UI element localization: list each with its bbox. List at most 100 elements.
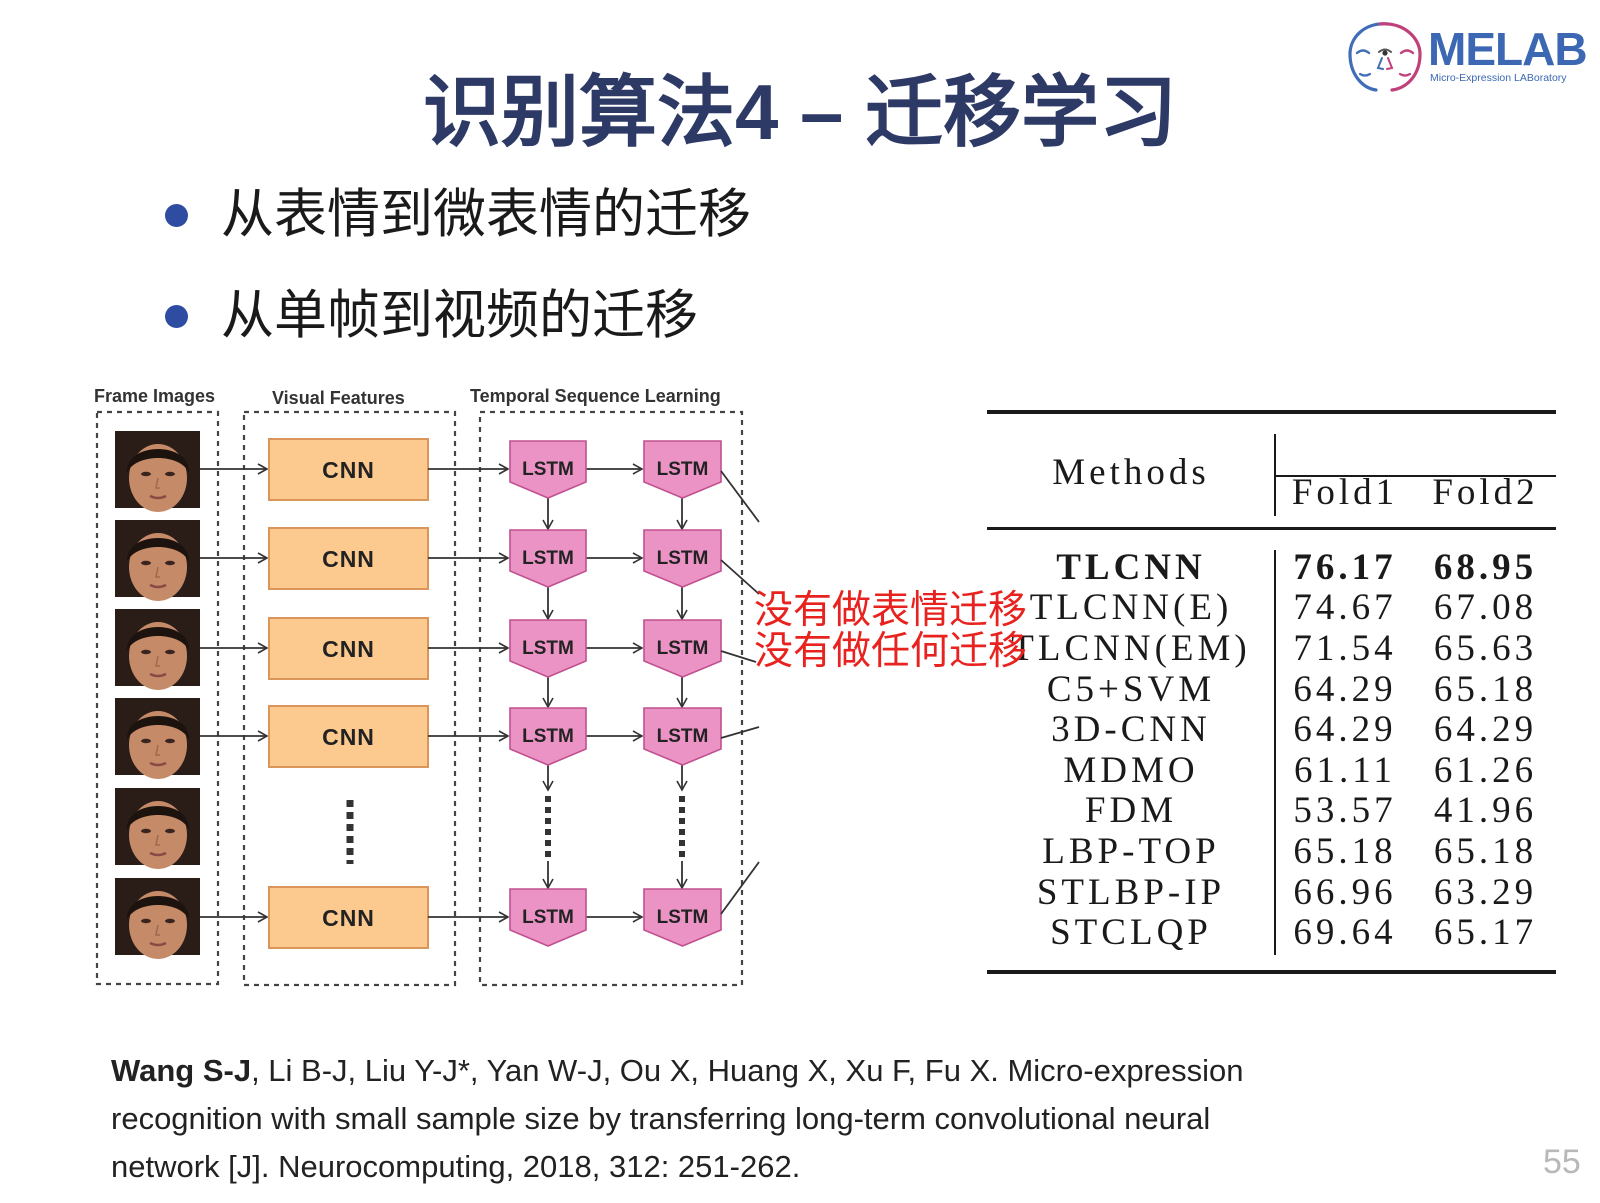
cnn-block: CNN xyxy=(268,617,429,680)
table-row: 3D-CNN 64.29 64.29 xyxy=(987,709,1556,750)
output-line xyxy=(720,559,760,595)
page-number: 55 xyxy=(1543,1143,1581,1181)
table-body-divider xyxy=(1274,550,1276,955)
method-cell: FDM xyxy=(1084,790,1178,832)
method-cell: TLCNN(E) xyxy=(1029,587,1233,629)
lstm-cell: LSTM xyxy=(643,440,722,499)
fold1-cell: 74.67 xyxy=(1293,587,1397,629)
cnn-block: CNN xyxy=(268,438,429,501)
bullet-dot-icon xyxy=(165,203,188,227)
column-header-fold2: Fold2 xyxy=(1432,472,1539,513)
cnn-block: CNN xyxy=(268,527,429,590)
lstm-label: LSTM xyxy=(522,459,574,480)
bullet-dot-icon xyxy=(165,304,188,328)
column-header-methods: Methods xyxy=(1052,452,1210,493)
lstm-cell: LSTM xyxy=(643,707,722,766)
table-row: TLCNN(EM) 71.54 65.63 xyxy=(987,628,1556,669)
lstm-cell: LSTM xyxy=(509,888,587,947)
method-cell: 3D-CNN xyxy=(1051,709,1211,751)
face-frame-image xyxy=(113,607,202,692)
lstm-cell: LSTM xyxy=(509,619,587,678)
output-line xyxy=(720,650,757,663)
output-line xyxy=(720,470,760,523)
fold1-cell: 53.57 xyxy=(1293,790,1397,832)
citation-line-1: Wang S-J, Li B-J, Liu Y-J*, Yan W-J, Ou … xyxy=(111,1047,1244,1095)
fold2-cell: 68.95 xyxy=(1433,546,1538,588)
citation-line-1-text: , Li B-J, Liu Y-J*, Yan W-J, Ou X, Huang… xyxy=(251,1053,1244,1088)
table-row: LBP-TOP 65.18 65.18 xyxy=(987,831,1556,872)
method-cell: TLCNN xyxy=(1056,546,1206,588)
lstm-label: LSTM xyxy=(657,907,709,928)
bullet-text: 从表情到微表情的迁移 xyxy=(221,185,751,244)
lstm-cell: LSTM xyxy=(643,529,722,588)
method-cell: TLCNN(EM) xyxy=(1011,627,1251,669)
lstm-label: LSTM xyxy=(522,548,574,569)
table-bottom-rule xyxy=(987,970,1556,974)
lstm-cell: LSTM xyxy=(643,888,722,947)
table-row: TLCNN 76.17 68.95 xyxy=(987,547,1556,588)
table-body: TLCNN 76.17 68.95 TLCNN(E) 74.67 67.08 T… xyxy=(987,547,1556,953)
fold1-cell: 64.29 xyxy=(1293,709,1397,751)
method-cell: LBP-TOP xyxy=(1042,830,1220,872)
cnn-label: CNN xyxy=(322,546,375,572)
face-frame-image xyxy=(113,696,202,781)
fold2-cell: 65.17 xyxy=(1433,912,1538,954)
logo-subtitle: Micro-Expression LABoratory xyxy=(1430,72,1567,84)
bullet-text: 从单帧到视频的迁移 xyxy=(221,286,698,345)
frame-images-group-box xyxy=(95,410,220,986)
table-row: C5+SVM 64.29 65.18 xyxy=(987,669,1556,710)
diagram-header-temporal-sequence-learning: Temporal Sequence Learning xyxy=(470,386,721,406)
lstm-cell: LSTM xyxy=(509,529,587,588)
fold1-cell: 65.18 xyxy=(1293,830,1397,872)
citation-line-2: recognition with small sample size by tr… xyxy=(111,1101,1211,1136)
citation: Wang S-J, Li B-J, Liu Y-J*, Yan W-J, Ou … xyxy=(111,1047,1244,1191)
fold2-cell: 64.29 xyxy=(1433,709,1538,751)
method-cell: STCLQP xyxy=(1050,912,1212,954)
fold2-cell: 65.63 xyxy=(1433,627,1538,669)
lstm-label: LSTM xyxy=(657,638,709,659)
table-row: STCLQP 69.64 65.17 xyxy=(987,912,1556,953)
cnn-block: CNN xyxy=(268,705,429,768)
annotation-no-transfer: 没有做任何迁移 xyxy=(754,630,1028,673)
table-row: TLCNN(E) 74.67 67.08 xyxy=(987,587,1556,629)
logo-name: MELAB xyxy=(1428,23,1588,75)
lstm-cell: LSTM xyxy=(509,440,587,499)
face-frame-image xyxy=(113,876,202,961)
method-cell: STLBP-IP xyxy=(1036,871,1226,913)
fold1-cell: 69.64 xyxy=(1293,912,1397,954)
output-line xyxy=(720,861,760,915)
output-line xyxy=(720,726,760,739)
column-header-fold1: Fold1 xyxy=(1291,472,1399,513)
results-table: Methods Fold1 Fold2 TLCNN 76.17 68.95 TL… xyxy=(987,410,1556,980)
fold2-cell: 65.18 xyxy=(1433,830,1538,872)
lstm-label: LSTM xyxy=(522,638,574,659)
fold1-cell: 71.54 xyxy=(1293,627,1397,669)
annotation-no-expression-transfer: 没有做表情迁移 xyxy=(754,589,1028,632)
method-cell: MDMO xyxy=(1063,749,1199,791)
diagram-header-frame-images: Frame Images xyxy=(94,386,215,406)
lstm-label: LSTM xyxy=(657,726,709,747)
diagram-header-visual-features: Visual Features xyxy=(272,388,405,408)
lstm-label: LSTM xyxy=(522,726,574,747)
bullet-item: 从表情到微表情的迁移 xyxy=(165,185,751,245)
method-cell: C5+SVM xyxy=(1046,668,1216,710)
visual-features-group-box xyxy=(242,410,457,987)
citation-line-3: network [J]. Neurocomputing, 2018, 312: … xyxy=(111,1149,801,1184)
table-row: STLBP-IP 66.96 63.29 xyxy=(987,872,1556,913)
melab-face-logo-icon xyxy=(1348,22,1422,92)
cnn-label: CNN xyxy=(322,724,375,750)
cnn-label: CNN xyxy=(322,905,375,931)
fold1-cell: 64.29 xyxy=(1293,668,1397,710)
face-frame-image xyxy=(113,786,202,871)
lstm-label: LSTM xyxy=(522,907,574,928)
lstm-label: LSTM xyxy=(657,459,709,480)
lstm-cell: LSTM xyxy=(509,707,587,766)
cnn-block: CNN xyxy=(268,886,429,949)
table-row: MDMO 61.11 61.26 xyxy=(987,750,1556,791)
fold1-cell: 66.96 xyxy=(1293,871,1397,913)
fold2-cell: 65.18 xyxy=(1433,668,1538,710)
face-frame-image xyxy=(113,518,202,603)
cnn-lstm-architecture-diagram: Frame Images Visual Features Temporal Se… xyxy=(94,386,760,987)
table-header-subrule xyxy=(1275,475,1556,477)
